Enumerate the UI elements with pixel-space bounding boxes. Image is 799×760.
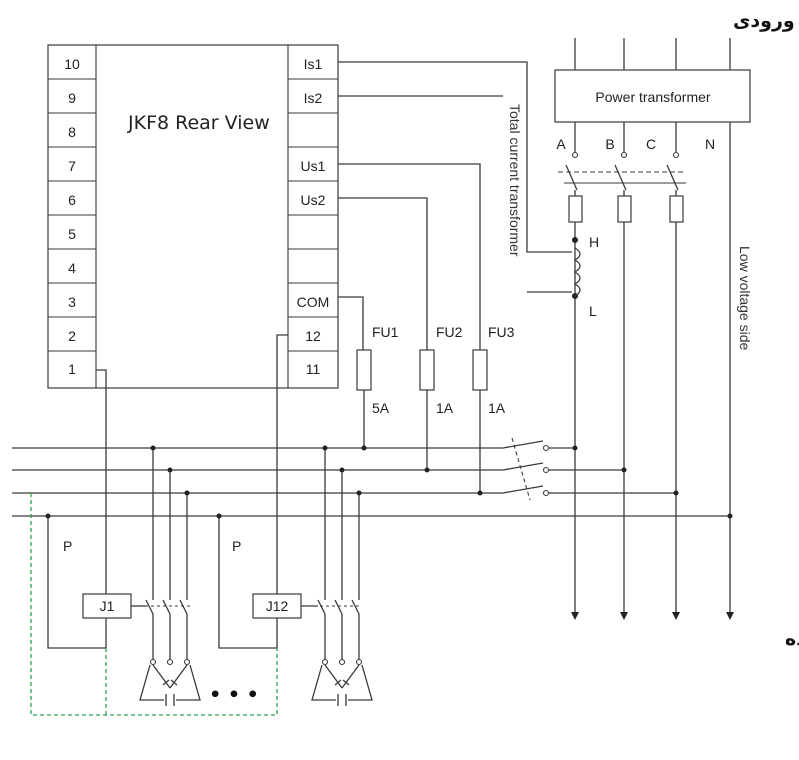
terminal-left-8: 8 [68,124,76,140]
terminal-left-9: 9 [68,90,76,106]
output-arrows [571,612,734,620]
phase-c-label: C [646,136,656,152]
contactor-j12: J12 P [216,334,318,649]
more-groups-ellipsis: • • • [209,684,259,706]
fuse-fu1-label: FU1 [372,324,399,340]
voltage-sensing: FU1 FU2 FU3 5A 1A 1A [338,163,515,493]
low-voltage-label: Low voltage side [737,246,753,351]
ct-l-label: L [589,303,597,319]
controller-rear-view: JKF8 Rear View 10 9 8 7 6 5 4 3 2 1 Is1 … [47,44,339,389]
terminal-left-5: 5 [68,226,76,242]
power-transformer-label: Power transformer [595,89,710,105]
fuse-fu3-label: FU3 [488,324,515,340]
p-label-2: P [232,538,241,554]
capacitor-group-2 [302,445,373,706]
fuse-fu2-label: FU2 [436,324,463,340]
p-label-1: P [63,538,72,554]
current-transformer: H L Total current transformer [338,61,599,319]
terminal-is1: Is1 [304,56,323,72]
phase-n-label: N [705,136,715,152]
power-transformer: Power transformer [554,38,751,123]
terminal-left-4: 4 [68,260,76,276]
input-power-label: برق اصلی ورودی [733,10,799,32]
common-return-dashed [30,493,278,716]
controller-title: JKF8 Rear View [127,112,270,134]
ct-label: Total current transformer [507,104,523,257]
phase-leads: A B C N [556,122,731,612]
terminal-com: COM [297,294,330,310]
terminal-left-7: 7 [68,158,76,174]
contactor-j1-label: J1 [100,598,115,614]
terminal-12: 12 [305,328,321,344]
bus-bars [12,437,733,519]
terminal-left-3: 3 [68,294,76,310]
contactor-j1: J1 P [45,369,146,649]
ct-h-label: H [589,234,599,250]
terminal-left-2: 2 [68,328,76,344]
terminal-us1: Us1 [301,158,326,174]
phase-a-label: A [556,136,566,152]
contactor-j12-label: J12 [266,598,289,614]
terminal-is2: Is2 [304,90,323,106]
terminal-us2: Us2 [301,192,326,208]
fuse-fu1-rating: 5A [372,400,390,416]
capacitor-group-1 [133,445,201,706]
fuse-fu2-rating: 1A [436,400,454,416]
phase-b-label: B [605,136,614,152]
output-load-label: اتصال به بار و مصرف‌کننده [785,628,799,650]
terminal-left-10: 10 [64,56,80,72]
terminal-left-6: 6 [68,192,76,208]
terminal-left-1: 1 [68,361,76,377]
fuse-fu3-rating: 1A [488,400,506,416]
terminal-11: 11 [306,361,321,377]
